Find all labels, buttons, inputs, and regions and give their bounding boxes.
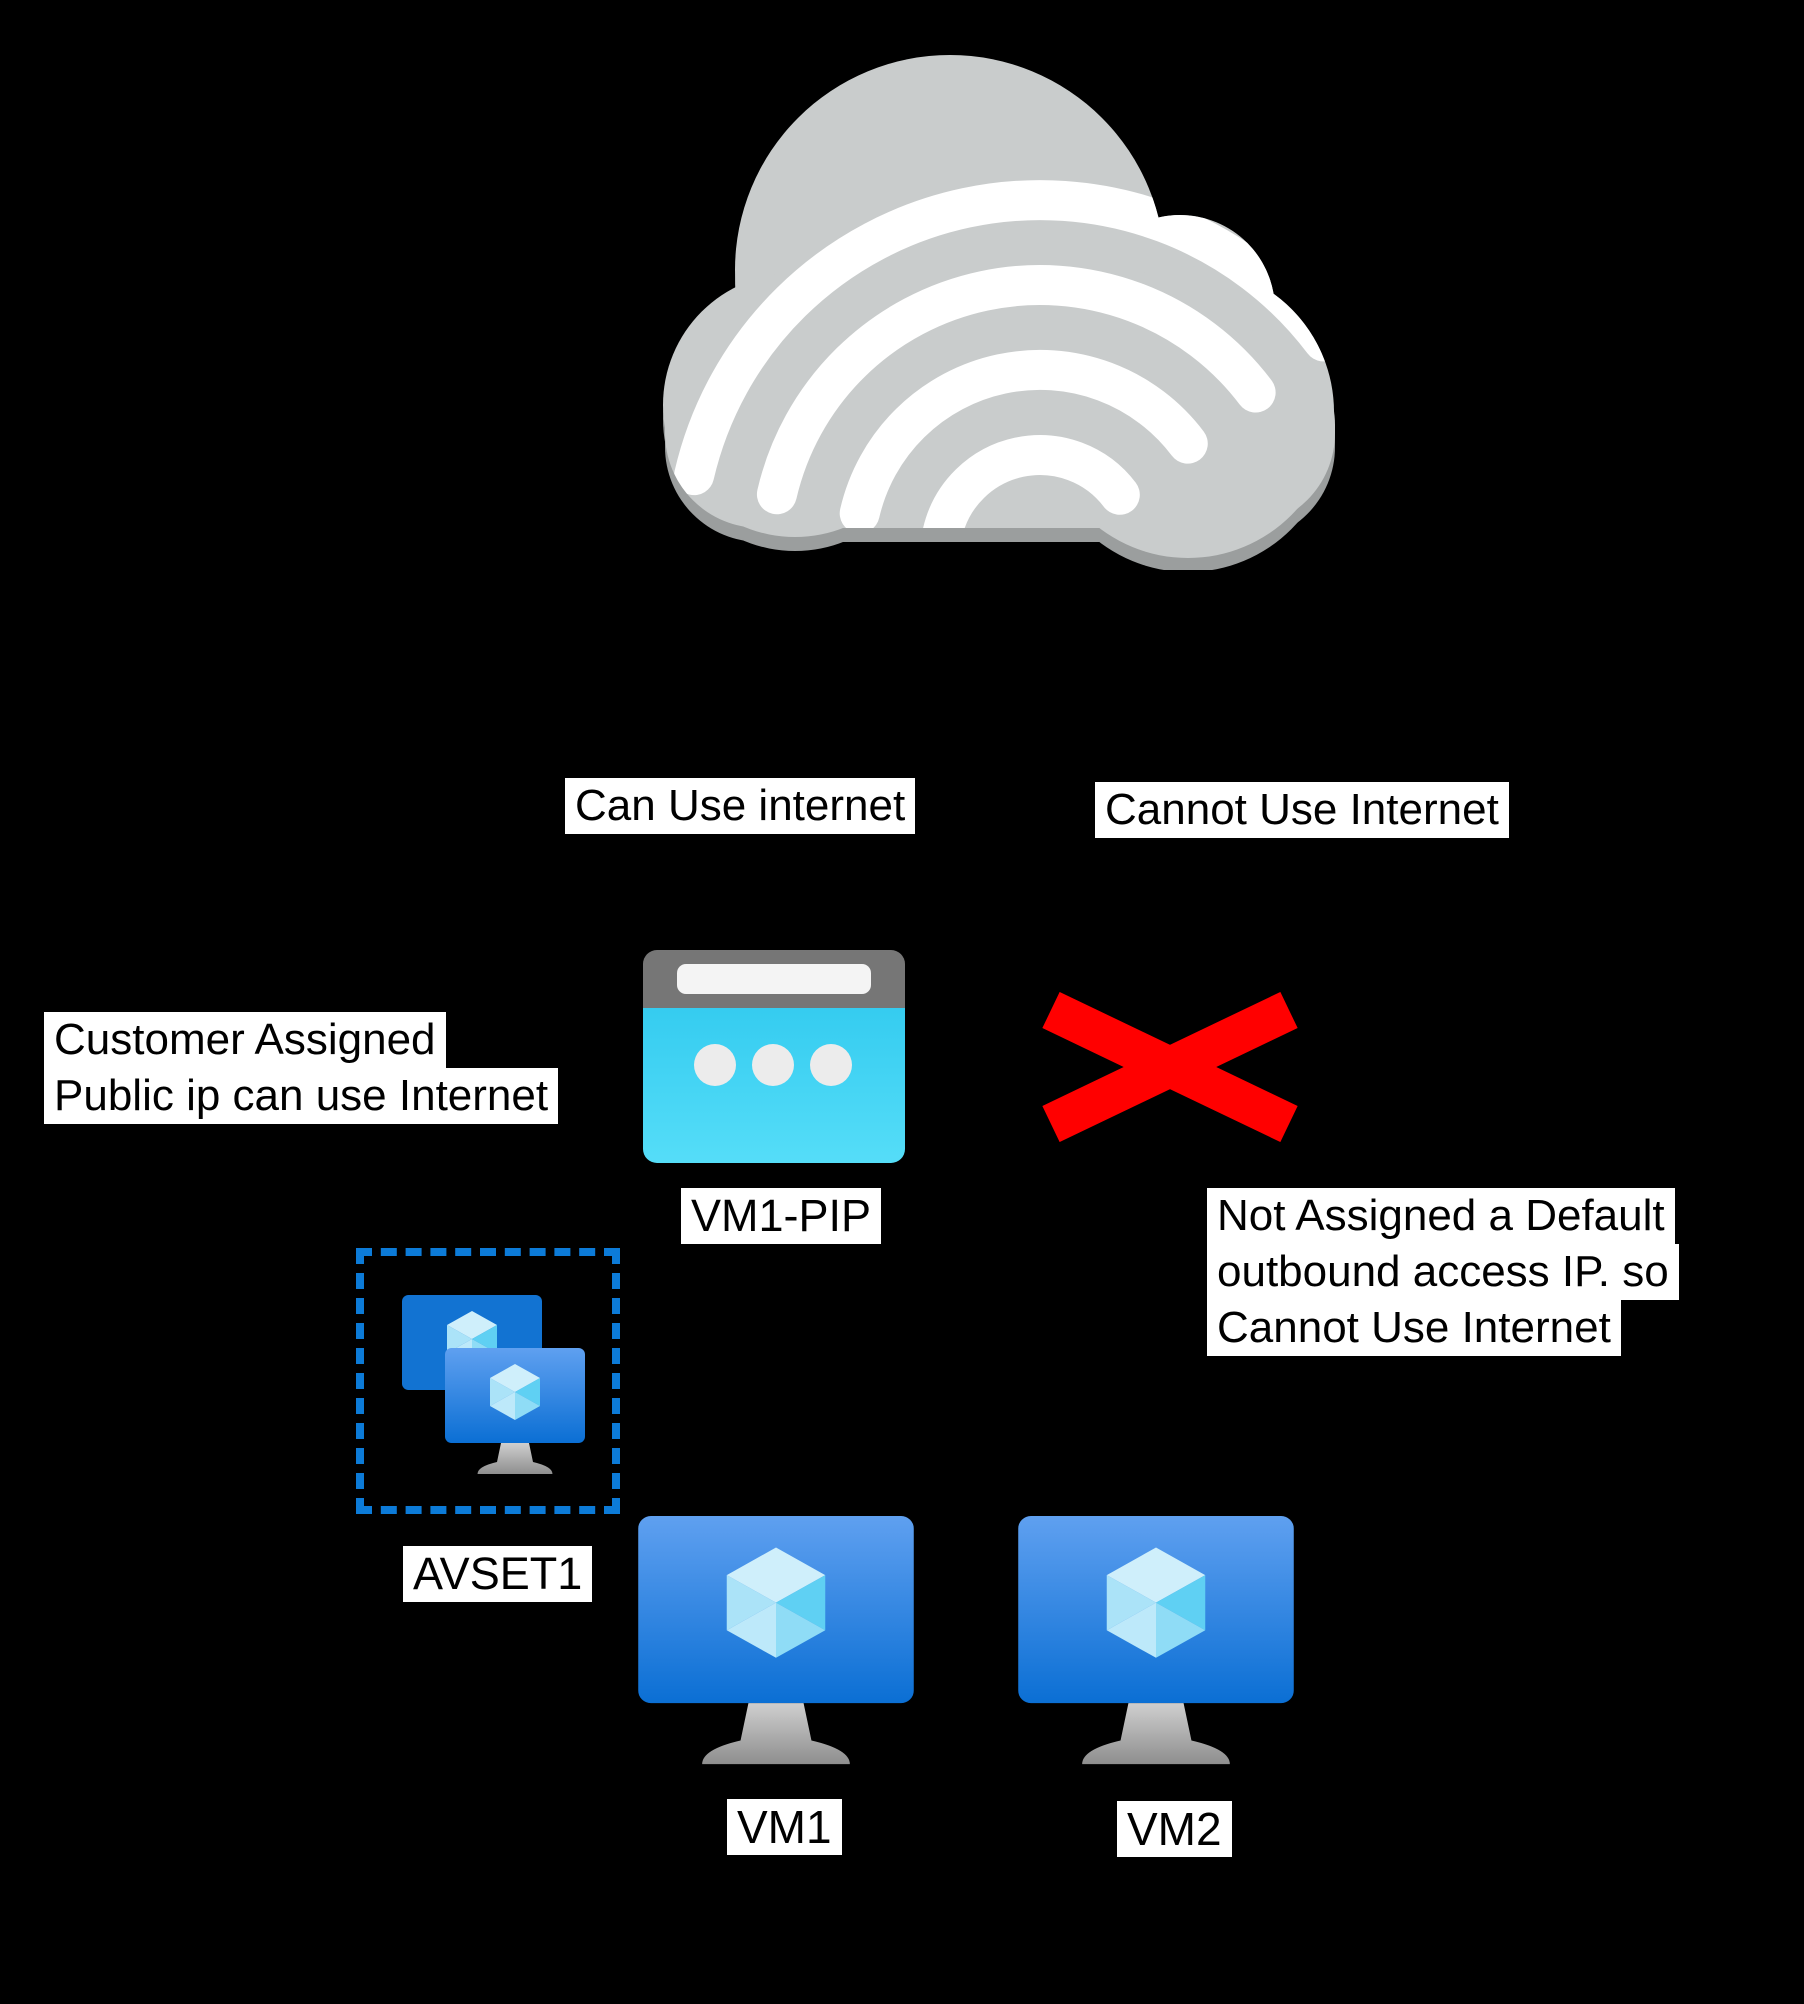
annotation-line: outbound access IP. so: [1207, 1244, 1679, 1300]
browser-dot: [810, 1044, 852, 1086]
vm1-label: VM1: [727, 1799, 842, 1855]
customer-assigned-annotation: Customer Assigned Public ip can use Inte…: [44, 1012, 559, 1124]
vm2-monitor-icon: [1018, 1516, 1294, 1774]
can-use-internet-label: Can Use internet: [565, 778, 916, 834]
browser-address-bar: [677, 964, 871, 994]
internet-cloud-icon: [663, 55, 1335, 570]
vm1-pip-label: VM1-PIP: [681, 1188, 882, 1244]
wifi-arcs-icon: [674, 180, 1335, 553]
vm1-monitor-icon: [638, 1516, 914, 1774]
availability-set-box: [356, 1248, 620, 1514]
browser-title-bar: [643, 950, 905, 1008]
avset1-label: AVSET1: [403, 1546, 593, 1602]
annotation-line: Public ip can use Internet: [44, 1068, 559, 1124]
avset-front-vm-monitor-icon: [445, 1348, 585, 1479]
browser-dot: [694, 1044, 736, 1086]
browser-body: [643, 1008, 905, 1163]
not-assigned-annotation: Not Assigned a Default outbound access I…: [1207, 1188, 1679, 1356]
cannot-use-internet-label: Cannot Use Internet: [1095, 782, 1509, 838]
red-x-icon: [1042, 992, 1298, 1142]
annotation-line: Not Assigned a Default: [1207, 1188, 1675, 1244]
annotation-line: Cannot Use Internet: [1207, 1300, 1621, 1356]
annotation-line: Customer Assigned: [44, 1012, 446, 1068]
vm2-label: VM2: [1117, 1801, 1232, 1857]
browser-dot: [752, 1044, 794, 1086]
public-ip-browser-icon: [643, 950, 905, 1163]
